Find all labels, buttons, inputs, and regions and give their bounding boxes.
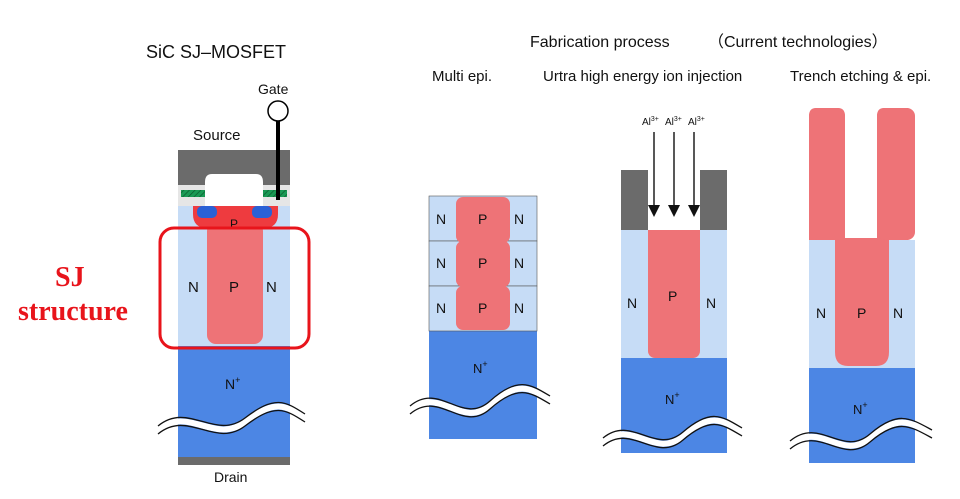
fabrication-process-title: Fabrication process bbox=[530, 34, 670, 51]
device-break-mark-line1 bbox=[157, 401, 306, 427]
ion-arrows bbox=[648, 132, 700, 217]
multi-epi-n-left-1: N bbox=[436, 211, 446, 227]
ion-break-line2 bbox=[602, 423, 743, 449]
multi-epi-p-1 bbox=[456, 197, 510, 243]
trench-title: Trench etching & epi. bbox=[790, 68, 931, 85]
device-p-pillar-label: P bbox=[229, 279, 239, 296]
ion-label-1: Al3+ bbox=[642, 116, 659, 128]
process-ion-implant: Urtra high energy ion injection N+ N P N… bbox=[543, 68, 744, 453]
device-gate-terminal bbox=[267, 100, 289, 122]
device-n-plus-source-right bbox=[252, 206, 272, 218]
multi-epi-n-plus-label: N+ bbox=[473, 359, 488, 376]
trench-n-right-label: N bbox=[893, 305, 903, 321]
device-n-plus-substrate bbox=[178, 345, 290, 457]
device-gate-label: Gate bbox=[258, 81, 289, 97]
ion-p-label: P bbox=[668, 288, 677, 304]
ion-break-mark bbox=[601, 417, 744, 447]
ion-p-pillar bbox=[648, 230, 700, 358]
multi-epi-p-3 bbox=[456, 286, 510, 330]
multi-epi-n-right-2: N bbox=[514, 255, 524, 271]
ion-label-3: Al3+ bbox=[688, 116, 705, 128]
ion-p-top bbox=[648, 230, 700, 242]
device-n-left-label: N bbox=[188, 279, 199, 296]
ion-mask-left bbox=[621, 170, 648, 230]
device-p-pillar bbox=[207, 222, 263, 344]
trench-break-mark bbox=[788, 419, 934, 449]
trench-break-line2 bbox=[789, 425, 933, 451]
multi-epi-n-left-2: N bbox=[436, 255, 446, 271]
sj-mosfet-device: SiC SJ–MOSFET N+ P N N P Gate Source Dra… bbox=[146, 42, 311, 485]
multi-epi-p-2 bbox=[456, 241, 510, 287]
ion-implant-title: Urtra high energy ion injection bbox=[543, 68, 742, 85]
process-trench-epi: Trench etching & epi. N+ N P N bbox=[788, 68, 934, 463]
device-source-label: Source bbox=[193, 127, 241, 144]
sj-label-line1: SJ bbox=[55, 262, 85, 293]
device-gate-poly-right bbox=[263, 190, 287, 197]
multi-epi-n-right-3: N bbox=[514, 300, 524, 316]
ion-n-plus-label: N+ bbox=[665, 390, 680, 407]
device-source-metal bbox=[178, 150, 290, 206]
device-n-plus-source-left bbox=[197, 206, 217, 218]
process-multi-epi: Multi epi. N+ N P N N P N N P N bbox=[408, 68, 552, 439]
ion-n-left-label: N bbox=[627, 295, 637, 311]
multi-epi-break-mark bbox=[408, 385, 552, 416]
multi-epi-p-label-1: P bbox=[478, 211, 487, 227]
ion-label-2: Al3+ bbox=[665, 116, 682, 128]
device-title: SiC SJ–MOSFET bbox=[146, 42, 286, 62]
trench-break-line1 bbox=[789, 417, 933, 443]
device-n-plus-label: N+ bbox=[225, 375, 240, 392]
multi-epi-p-label-3: P bbox=[478, 300, 487, 316]
multi-epi-title: Multi epi. bbox=[432, 68, 492, 85]
multi-epi-n-right-1: N bbox=[514, 211, 524, 227]
trench-p-cap-left bbox=[809, 108, 845, 240]
trench-p-label: P bbox=[857, 305, 866, 321]
device-break-mark bbox=[156, 403, 307, 433]
device-n-right-label: N bbox=[266, 279, 277, 296]
ion-mask-right bbox=[700, 170, 727, 230]
ion-n-right-label: N bbox=[706, 295, 716, 311]
device-p-well-label: P bbox=[230, 217, 238, 231]
sj-label-line2: structure bbox=[18, 296, 128, 327]
device-drain-label: Drain bbox=[214, 469, 247, 485]
device-gate-poly-left bbox=[181, 190, 205, 197]
trench-n-plus-label: N+ bbox=[853, 400, 868, 417]
current-technologies-label: （Current technologies） bbox=[708, 33, 888, 51]
device-break-mark-line2 bbox=[157, 409, 306, 435]
multi-epi-break-line1 bbox=[409, 384, 551, 410]
sj-structure-highlight bbox=[158, 226, 311, 350]
trench-n-left-label: N bbox=[816, 305, 826, 321]
multi-epi-n-left-3: N bbox=[436, 300, 446, 316]
multi-epi-p-label-2: P bbox=[478, 255, 487, 271]
device-drain-metal bbox=[178, 457, 290, 465]
trench-p-cap-right bbox=[877, 108, 915, 240]
multi-epi-break-line2 bbox=[409, 392, 551, 418]
ion-break-line1 bbox=[602, 415, 743, 441]
